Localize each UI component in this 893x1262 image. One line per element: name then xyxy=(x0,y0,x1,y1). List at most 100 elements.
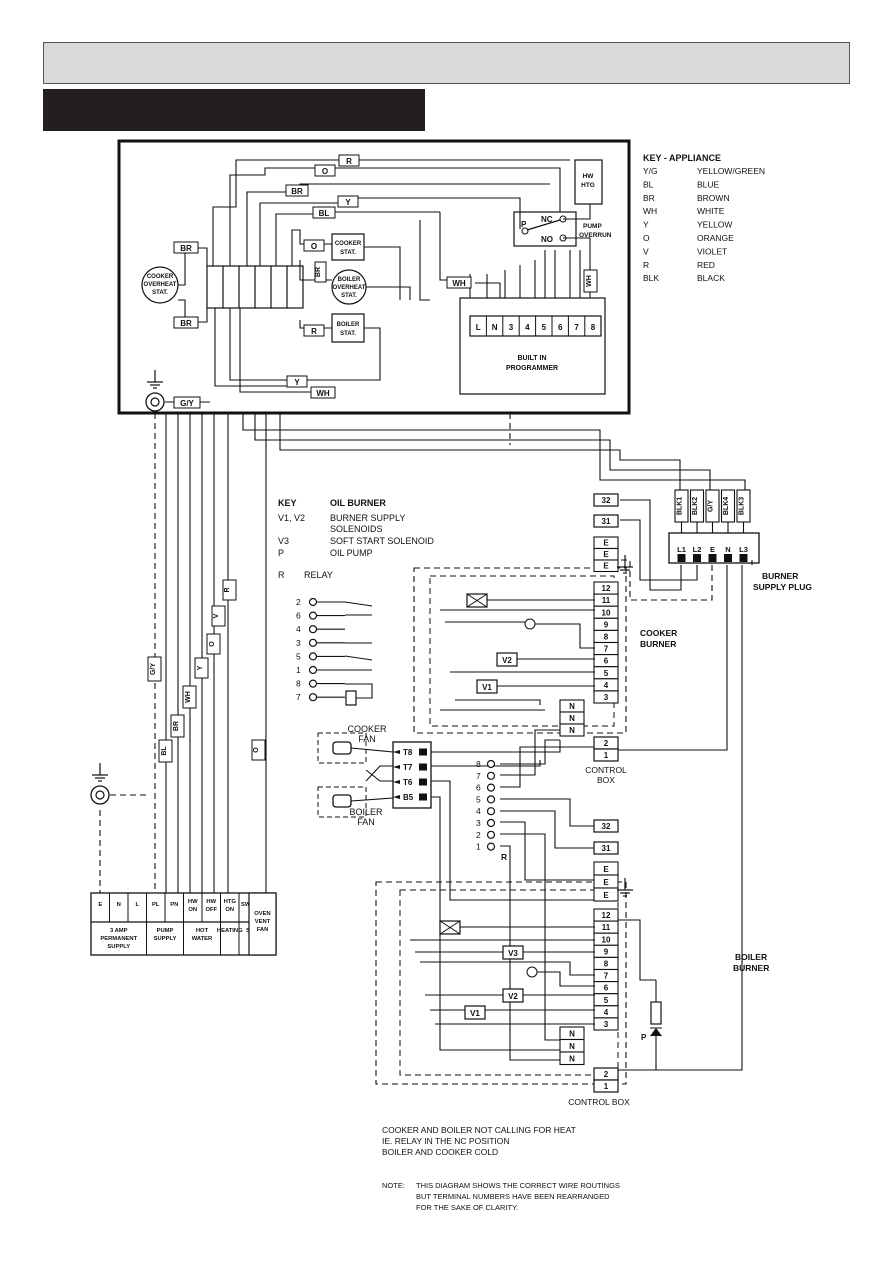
svg-text:BURNER SUPPLY: BURNER SUPPLY xyxy=(330,513,405,523)
supply-wire-labels: G/Y BL BR WH Y O V R O xyxy=(147,579,266,763)
svg-text:BR: BR xyxy=(180,244,192,253)
fan-terminal-pin xyxy=(419,748,427,756)
svg-text:V3: V3 xyxy=(508,949,518,958)
relay-r-pin xyxy=(486,783,496,792)
cooker-terminal-label: 9 xyxy=(604,620,609,629)
programmer-terminal: 3 xyxy=(509,323,514,332)
burner-plug-bottom-label: L1 xyxy=(677,545,686,554)
cooker-terminal-label: 6 xyxy=(604,657,609,666)
svg-text:STAT.: STAT. xyxy=(340,250,356,256)
boiler-terminal-label: 7 xyxy=(604,972,609,981)
oven-vent-fan-label: VENT xyxy=(255,919,271,925)
svg-text:FOR THE SAKE OF CLARITY.: FOR THE SAKE OF CLARITY. xyxy=(416,1203,518,1212)
burner-plug-pin xyxy=(693,554,701,562)
svg-text:COOKER: COOKER xyxy=(335,241,362,247)
relay-pin xyxy=(308,665,318,675)
relay-r-pin xyxy=(486,771,496,780)
relay-no-label: NO xyxy=(541,235,553,244)
svg-text:BUILT IN: BUILT IN xyxy=(517,355,546,362)
supply-group-label: WATER xyxy=(192,936,213,942)
key-appliance-name: VIOLET xyxy=(697,246,727,256)
supply-group-label: 3 AMP xyxy=(110,928,128,934)
control-box-upper-terminal-1 xyxy=(593,748,619,762)
svg-text:BOILER AND COOKER COLD: BOILER AND COOKER COLD xyxy=(382,1147,498,1157)
cooker-burner-earth: EEE xyxy=(593,536,634,574)
appliance-wire-labels: R O BR Y BL BR BR O BR R WH WH Y WH G/Y xyxy=(173,154,598,409)
burner-plug-bottom-label: E xyxy=(710,545,715,554)
relay-r-pin xyxy=(486,795,496,804)
svg-text:OVERHEAT: OVERHEAT xyxy=(144,282,177,288)
appliance-terminal-block xyxy=(206,265,304,309)
relay-r-pin-number: 3 xyxy=(476,818,481,828)
cooker-terminal xyxy=(593,690,619,704)
svg-text:BL: BL xyxy=(319,209,330,218)
relay-r-pin-number: 5 xyxy=(476,794,481,804)
supply-terminal-label: HTG xyxy=(224,899,237,905)
svg-text:BOILER: BOILER xyxy=(338,277,361,283)
svg-text:2: 2 xyxy=(604,739,609,748)
key-appliance-name: BROWN xyxy=(697,193,730,203)
svg-text:V: V xyxy=(213,613,220,618)
relay-coil xyxy=(345,690,357,706)
boiler-neutral-terminal-label: N xyxy=(569,1055,575,1064)
svg-text:WH: WH xyxy=(586,275,593,287)
svg-text:G/Y: G/Y xyxy=(180,399,194,408)
key-appliance-code: BL xyxy=(643,179,654,189)
burner-plug-bottom-label: L3 xyxy=(739,545,748,554)
fan-terminal-label: B5 xyxy=(403,793,414,802)
key-appliance-title: KEY - APPLIANCE xyxy=(643,153,721,163)
boiler-earth-symbol xyxy=(616,877,634,897)
cooker-terminal-label: 4 xyxy=(604,681,609,690)
boiler-terminal-label: 12 xyxy=(602,911,611,920)
burner-plug-label-2: SUPPLY PLUG xyxy=(753,582,812,592)
boiler-terminal-label: 6 xyxy=(604,984,609,993)
burner-plug-pin xyxy=(739,554,748,562)
relay-pin xyxy=(308,638,318,647)
programmer-terminal: 8 xyxy=(591,323,596,332)
boiler-neutral-terminal xyxy=(559,1051,585,1066)
boiler-fan-label-1: BOILER xyxy=(349,807,383,817)
cooker-terminal-label: 10 xyxy=(602,608,611,617)
supply-group-label: SUPPLY xyxy=(107,944,130,950)
oil-pump-label: P xyxy=(641,1033,647,1042)
relay-r-pin-number: 6 xyxy=(476,783,481,793)
burner-plug-pin xyxy=(708,554,717,562)
relay-r-pin-number: 1 xyxy=(476,842,481,852)
supply-terminal-label: ON xyxy=(188,907,197,913)
svg-text:O: O xyxy=(253,747,260,753)
relay-r-pin-number: 8 xyxy=(476,759,481,769)
cooker-terminal-label: 12 xyxy=(602,584,611,593)
hw-htg-box xyxy=(574,159,603,205)
relay-pin xyxy=(308,693,318,702)
fan-terminal-label: T8 xyxy=(403,748,413,757)
relay-pin-number: 2 xyxy=(296,597,301,607)
cooker-terminal-label: 5 xyxy=(604,669,609,678)
boiler-burner-outline xyxy=(375,881,627,1085)
section-title-bar xyxy=(43,89,425,131)
key-appliance-code: BR xyxy=(643,193,655,203)
boiler-neutral-terminal-label: N xyxy=(569,1030,575,1039)
boiler-fan xyxy=(332,794,352,808)
relay-p-label: P xyxy=(521,220,527,229)
boiler-terminal-label: 9 xyxy=(604,947,609,956)
svg-text:NOTE:: NOTE: xyxy=(382,1181,405,1190)
burner-plug-pin xyxy=(724,554,732,562)
boiler-earth-terminal-label: E xyxy=(603,891,609,900)
supply-terminal-label: N xyxy=(117,902,121,908)
cooker-terminal-label: 3 xyxy=(604,693,609,702)
cooker-earth-terminal-label: E xyxy=(603,562,609,571)
relay-pin xyxy=(308,611,318,620)
relay-r-pin-number: 4 xyxy=(476,806,481,816)
cooker-burner-label-1: COOKER xyxy=(640,628,677,638)
supply-wiring xyxy=(99,413,746,900)
supply-terminal-label: HW xyxy=(206,899,216,905)
svg-text:1: 1 xyxy=(604,751,609,760)
appliance-panel xyxy=(117,139,631,415)
svg-text:WH: WH xyxy=(316,389,330,398)
